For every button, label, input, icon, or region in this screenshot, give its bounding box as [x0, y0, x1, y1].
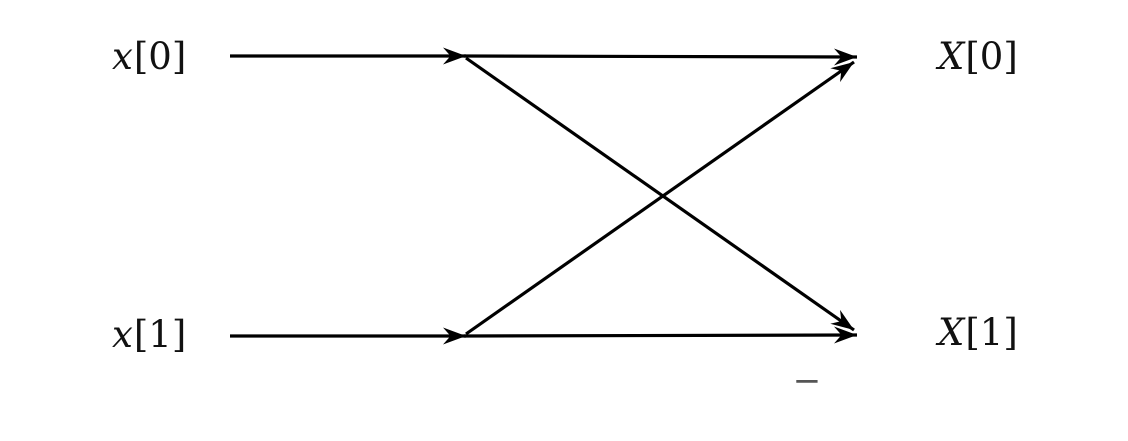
input-x1-index: [1]: [133, 312, 187, 356]
output-X1-var: X: [938, 310, 965, 354]
output-label-X1: X[1]: [938, 314, 1018, 351]
line-diagonal-top-to-X1: [465, 56, 855, 332]
input-label-x1: x[1]: [112, 316, 186, 353]
output-X0-index: [0]: [965, 34, 1018, 78]
input-label-x0: x[0]: [112, 38, 186, 75]
output-X1-index: [1]: [965, 310, 1018, 354]
input-x0-var: x: [112, 34, 133, 78]
line-node-bottom-to-output-X1: [463, 326, 858, 344]
line-node-top-to-output-X0: [463, 48, 858, 66]
input-x0-index: [0]: [133, 34, 187, 78]
output-X0-var: X: [938, 34, 965, 78]
minus-sign: −: [792, 361, 822, 401]
output-label-X0: X[0]: [938, 38, 1018, 75]
input-x1-var: x: [112, 312, 133, 356]
line-diagonal-bottom-to-X0: [465, 60, 855, 336]
